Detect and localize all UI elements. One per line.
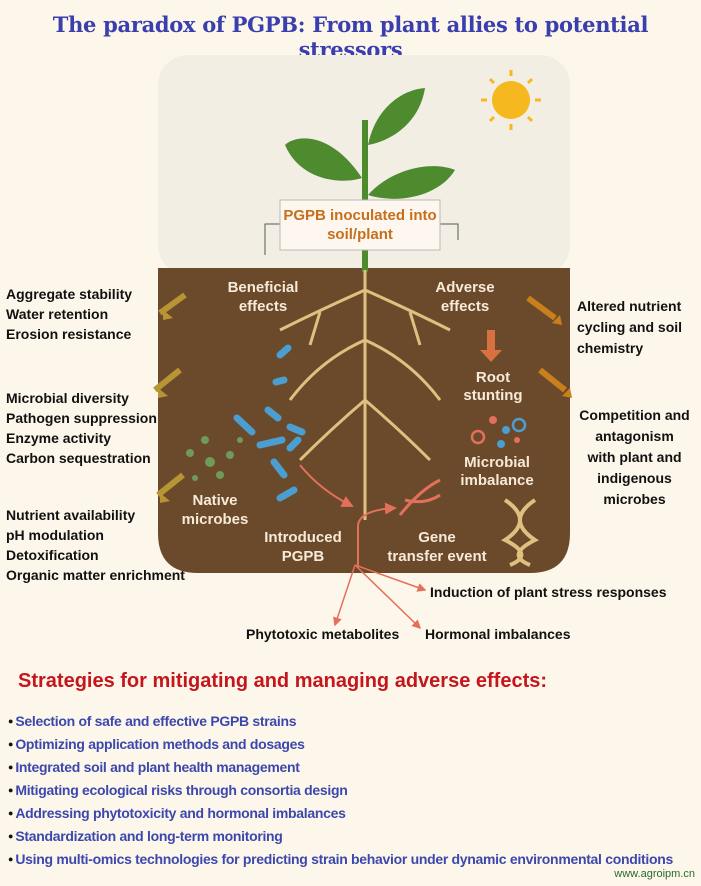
strategy-item: Using multi-omics technologies for predi… [8, 848, 673, 871]
right-line: cycling and soil [577, 319, 683, 335]
left-item: Erosion resistance [6, 326, 132, 342]
strategy-item: Addressing phytotoxicity and hormonal im… [8, 802, 673, 825]
adverse-arrows [526, 295, 567, 393]
strategies-title: Strategies for mitigating and managing a… [18, 670, 548, 692]
strategy-item: Selection of safe and effective PGPB str… [8, 710, 673, 733]
sun-icon [481, 70, 541, 130]
right-line: antagonism [595, 428, 674, 444]
root-stunting-arrowhead [480, 350, 502, 362]
pgpb-arrow [299, 464, 354, 507]
left-item: Organic matter enrichment [6, 567, 185, 583]
adverse-arrowheads [552, 315, 572, 398]
right-group-2: Competition and antagonism with plant and i… [572, 405, 697, 510]
strategy-item: Optimizing application methods and dosag… [8, 733, 673, 756]
watermark: www.agroipm.cn [614, 868, 695, 880]
left-item: Nutrient availability [6, 507, 136, 523]
right-group-1: Altered nutrient cycling and soil chemistr… [577, 296, 682, 359]
introduced-pgpb-icon [233, 344, 306, 502]
dna-icon [501, 498, 539, 567]
left-item: Water retention [6, 306, 109, 322]
left-item: Aggregate stability [6, 286, 133, 302]
left-item: pH modulation [6, 527, 104, 543]
phytotoxic-label: Phytotoxic metabolites [246, 626, 400, 642]
beneficial-arrows [153, 292, 187, 498]
strategies-list: Selection of safe and effective PGPB str… [8, 710, 673, 871]
left-item: Microbial diversity [6, 390, 129, 406]
left-item: Detoxification [6, 547, 99, 563]
native-microbes-icon [186, 436, 243, 481]
strategy-item: Mitigating ecological risks through cons… [8, 779, 673, 802]
gene-transfer-dna-icon [398, 478, 441, 516]
right-line: indigenous [597, 470, 672, 486]
inoculation-box [279, 199, 441, 251]
right-line: microbes [603, 491, 666, 507]
right-line: chemistry [577, 340, 644, 356]
gene-transfer-arrow [357, 502, 397, 568]
left-item: Pathogen suppression [6, 410, 157, 426]
right-line: Competition and [579, 407, 690, 423]
plant-icon [285, 88, 455, 272]
stress-arrows [333, 564, 427, 630]
box-connectors [264, 223, 459, 255]
left-item: Enzyme activity [6, 430, 112, 446]
left-item: Carbon sequestration [6, 450, 151, 466]
microbial-imbalance-icon [470, 416, 527, 448]
hormonal-label: Hormonal imbalances [425, 626, 571, 642]
page-title: The paradox of PGPB: From plant allies t… [52, 12, 649, 62]
right-line: Altered nutrient [577, 298, 682, 314]
stress-induction-label: Induction of plant stress responses [430, 584, 667, 600]
strategy-item: Standardization and long-term monitoring [8, 825, 673, 848]
roots-icon [279, 270, 451, 520]
strategy-item: Integrated soil and plant health managem… [8, 756, 673, 779]
box-text: PGPB inoculated into soil/plant [283, 207, 437, 243]
right-line: with plant and [587, 449, 682, 465]
